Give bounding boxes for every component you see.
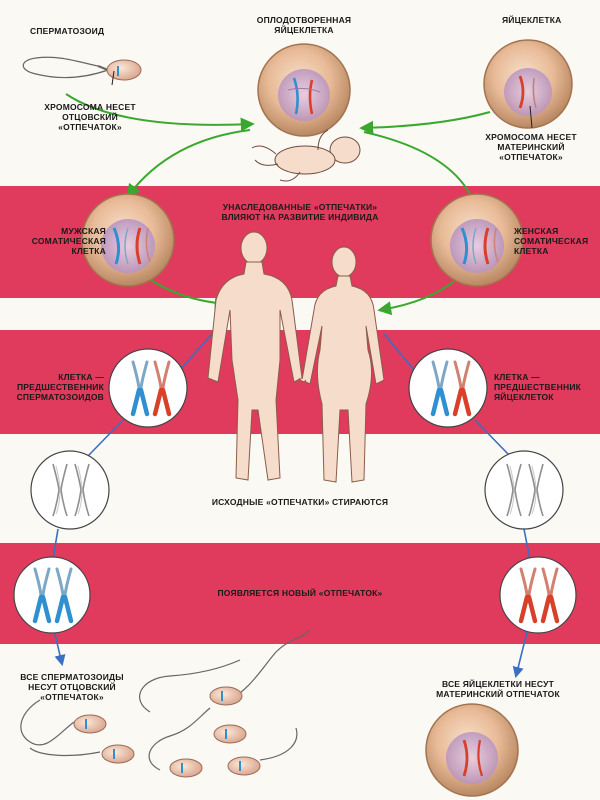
new-imprint-cell-right <box>499 556 577 634</box>
label-maternal-chromosome: ХРОМОСОМА НЕСЕТ МАТЕРИНСКИЙ «ОТПЕЧАТОК» <box>485 132 577 162</box>
baby-figure <box>251 129 361 182</box>
label-sperm: СПЕРМАТОЗОИД <box>30 26 105 36</box>
label-egg: ЯЙЦЕКЛЕТКА <box>502 15 562 25</box>
label-female-somatic: ЖЕНСКАЯ СОМАТИЧЕСКАЯ КЛЕТКА <box>514 226 589 256</box>
female-somatic-cell <box>430 193 524 287</box>
joined-hands <box>298 377 307 383</box>
male-somatic-cell <box>81 193 175 287</box>
erased-cell-right <box>484 450 564 530</box>
bottom-sperm-chromosomes <box>85 691 241 773</box>
new-imprint-cell-left <box>13 556 91 634</box>
egg-precursor-cell <box>408 348 488 428</box>
egg-cell-bottom <box>425 703 519 797</box>
label-new-imprint: ПОЯВЛЯЕТСЯ НОВЫЙ «ОТПЕЧАТОК» <box>217 588 383 598</box>
label-all-eggs: ВСЕ ЯЙЦЕКЛЕТКИ НЕСУТ МАТЕРИНСКИЙ ОТПЕЧАТ… <box>436 679 560 699</box>
label-egg-precursor: КЛЕТКА — ПРЕДШЕСТВЕННИК ЯЙЦЕКЛЕТОК <box>494 372 582 402</box>
label-fertilized-egg: ОПЛОДОТВОРЕННАЯ ЯЙЦЕКЛЕТКА <box>256 15 352 35</box>
top-sperm <box>22 56 142 86</box>
woman-figure <box>301 246 385 483</box>
sperm-precursor-cell <box>108 348 188 428</box>
label-male-somatic: МУЖСКАЯ СОМАТИЧЕСКАЯ КЛЕТКА <box>31 226 106 256</box>
bottom-sperm-heads <box>73 686 261 778</box>
egg-cell-top <box>483 39 573 129</box>
man-figure <box>207 231 303 481</box>
label-inherited-imprints: УНАСЛЕДОВАННЫЕ «ОТПЕЧАТКИ» ВЛИЯЮТ НА РАЗ… <box>221 202 379 222</box>
label-all-sperm: ВСЕ СПЕРМАТОЗОИДЫ НЕСУТ ОТЦОВСКИЙ «ОТПЕЧ… <box>20 672 124 702</box>
label-sperm-precursor: КЛЕТКА — ПРЕДШЕСТВЕННИК СПЕРМАТОЗОИДОВ <box>16 372 104 402</box>
erased-cell-left <box>30 450 110 530</box>
label-imprints-erased: ИСХОДНЫЕ «ОТПЕЧАТКИ» СТИРАЮТСЯ <box>211 497 389 507</box>
bottom-sperms <box>20 629 311 771</box>
fertilized-egg-cell <box>257 43 351 137</box>
label-paternal-chromosome: ХРОМОСОМА НЕСЕТ ОТЦОВСКИЙ «ОТПЕЧАТОК» <box>44 102 136 132</box>
